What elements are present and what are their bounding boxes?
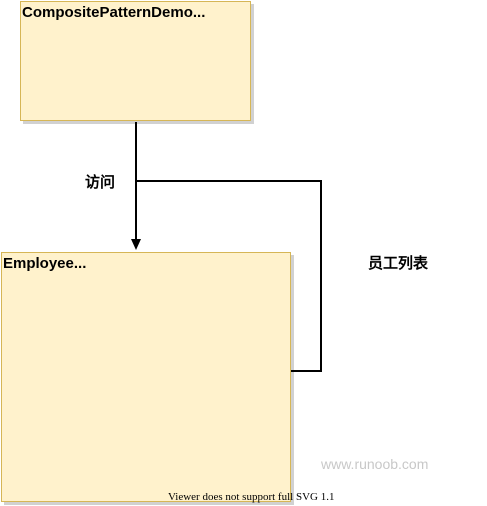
arrowhead-icon — [131, 239, 141, 250]
employee-list-edge-label: 员工列表 — [368, 255, 429, 272]
node-label: CompositePatternDemo... — [22, 4, 206, 21]
employee-node: Employee... — [1, 252, 291, 502]
node-label: Employee... — [3, 255, 87, 272]
visit-edge-label: 访问 — [85, 174, 116, 191]
composite-pattern-demo-node: CompositePatternDemo... — [20, 1, 251, 121]
watermark: www.runoob.com — [321, 456, 429, 472]
svg-support-notice[interactable]: Viewer does not support full SVG 1.1 — [168, 491, 335, 503]
employee-list-edge — [136, 180, 322, 372]
